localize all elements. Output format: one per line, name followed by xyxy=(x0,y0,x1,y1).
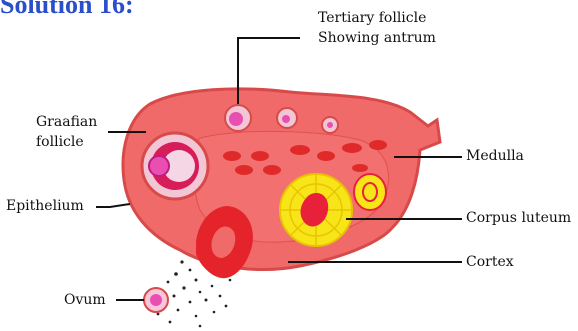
label-tertiary-line2: Showing antrum xyxy=(318,28,436,48)
label-cortex: Cortex xyxy=(466,252,514,272)
label-corpus-luteum: Corpus luteum xyxy=(466,208,571,228)
epithelium-leader-line xyxy=(96,204,130,207)
label-tertiary-follicle: Tertiary follicle Showing antrum xyxy=(318,8,436,48)
label-epithelium: Epithelium xyxy=(6,196,84,216)
label-graafian-line2: follicle xyxy=(36,132,97,152)
label-tertiary-line1: Tertiary follicle xyxy=(318,8,436,28)
label-graafian-follicle: Graafian follicle xyxy=(36,112,97,152)
label-ovum: Ovum xyxy=(64,290,106,310)
label-medulla: Medulla xyxy=(466,146,524,166)
label-graafian-line1: Graafian xyxy=(36,112,97,132)
graafian-ovum xyxy=(149,156,169,176)
